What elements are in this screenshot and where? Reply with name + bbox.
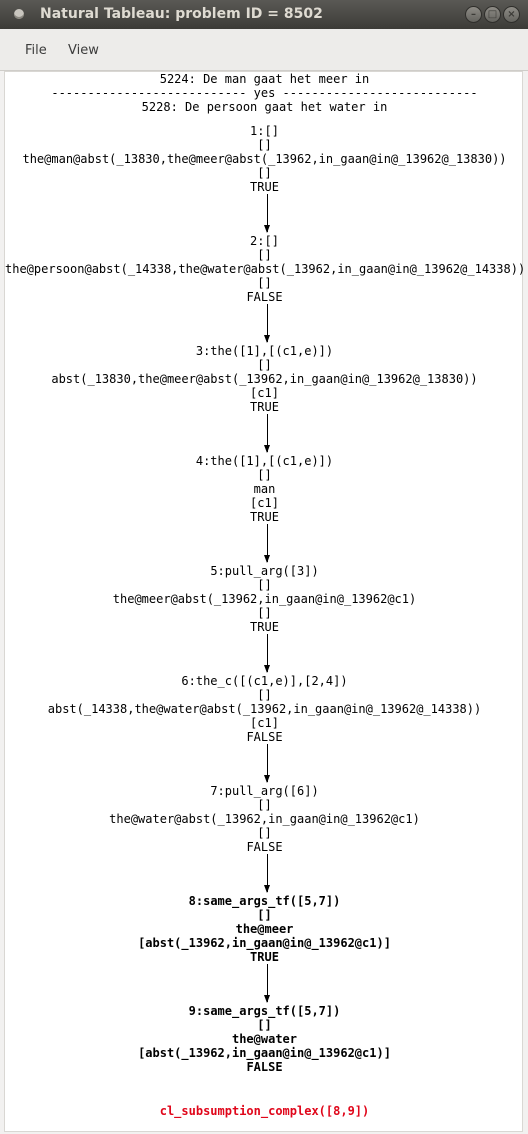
closure-rule: cl_subsumption_complex([8,9]) xyxy=(159,1104,370,1118)
tableau-canvas: 5224: De man gaat het meer in ----------… xyxy=(4,71,526,1132)
maximize-icon[interactable]: □ xyxy=(484,6,501,23)
node-2-list: [] xyxy=(257,248,272,262)
arrowhead-icon xyxy=(264,775,270,783)
node-6-args: [c1] xyxy=(250,716,279,730)
node-4-args: [c1] xyxy=(250,496,279,510)
arrowhead-icon xyxy=(264,445,270,453)
node-1-term: the@man@abst(_13830,the@meer@abst(_13962… xyxy=(22,152,507,166)
edge-5-6 xyxy=(264,634,270,673)
node-6-sign: FALSE xyxy=(246,730,283,744)
node-9-term: the@water xyxy=(231,1032,298,1046)
app-icon xyxy=(14,9,24,19)
node-4-label: 4:the([1],[(c1,e)]) xyxy=(195,454,334,468)
edge-3-4 xyxy=(264,414,270,453)
node-3-args: [c1] xyxy=(250,386,279,400)
arrowhead-icon xyxy=(264,665,270,673)
node-7-term: the@water@abst(_13962,in_gaan@in@_13962@… xyxy=(109,812,420,826)
node-7-list: [] xyxy=(257,798,272,812)
edge-4-5 xyxy=(264,524,270,563)
verdict-separator: --------------------------- yes --------… xyxy=(51,86,478,100)
node-4-term: man xyxy=(253,482,276,496)
node-2-term: the@persoon@abst(_14338,the@water@abst(_… xyxy=(5,262,526,276)
node-6-list: [] xyxy=(257,688,272,702)
node-7-args: [] xyxy=(257,826,272,840)
arrowhead-icon xyxy=(264,555,270,563)
node-5-term: the@meer@abst(_13962,in_gaan@in@_13962@c… xyxy=(112,592,417,606)
window-title: Natural Tableau: problem ID = 8502 xyxy=(40,6,323,22)
node-2-sign: FALSE xyxy=(246,290,283,304)
close-icon[interactable]: × xyxy=(503,6,520,23)
hypothesis-text: 5228: De persoon gaat het water in xyxy=(141,100,388,114)
menu-bar: File View xyxy=(0,29,528,71)
node-7-sign: FALSE xyxy=(246,840,283,854)
node-1-label: 1:[] xyxy=(250,124,279,138)
node-5-sign: TRUE xyxy=(250,620,279,634)
node-2-label: 2:[] xyxy=(250,234,279,248)
node-8-list: [] xyxy=(257,908,272,922)
node-3-term: abst(_13830,the@meer@abst(_13962,in_gaan… xyxy=(51,372,478,386)
node-9-list: [] xyxy=(257,1018,272,1032)
node-5-label: 5:pull_arg([3]) xyxy=(210,564,319,578)
node-3-label: 3:the([1],[(c1,e)]) xyxy=(195,344,334,358)
menu-file[interactable]: File xyxy=(25,43,47,58)
node-6-label: 6:the_c([(c1,e)],[2,4]) xyxy=(181,674,348,688)
node-7-label: 7:pull_arg([6]) xyxy=(210,784,319,798)
node-6-term: abst(_14338,the@water@abst(_13962,in_gaa… xyxy=(47,702,482,716)
node-3-list: [] xyxy=(257,358,272,372)
node-2-args: [] xyxy=(257,276,272,290)
menu-view[interactable]: View xyxy=(68,43,99,58)
node-4-sign: TRUE xyxy=(250,510,279,524)
edge-6-7 xyxy=(264,744,270,783)
node-8-sign: TRUE xyxy=(250,950,279,964)
node-1-args: [] xyxy=(257,166,272,180)
edge-1-2 xyxy=(264,194,270,233)
node-9-args: [abst(_13962,in_gaan@in@_13962@c1)] xyxy=(138,1046,391,1060)
node-4-list: [] xyxy=(257,468,272,482)
edge-8-9 xyxy=(264,964,270,1003)
node-3-sign: TRUE xyxy=(250,400,279,414)
node-1-sign: TRUE xyxy=(250,180,279,194)
arrowhead-icon xyxy=(264,225,270,233)
node-8-label: 8:same_args_tf([5,7]) xyxy=(188,894,341,908)
node-8-term: the@meer xyxy=(235,922,294,936)
node-8-args: [abst(_13962,in_gaan@in@_13962@c1)] xyxy=(138,936,391,950)
edge-7-8 xyxy=(264,854,270,893)
arrowhead-icon xyxy=(264,995,270,1003)
premise-text: 5224: De man gaat het meer in xyxy=(159,72,370,86)
node-5-args: [] xyxy=(257,606,272,620)
node-5-list: [] xyxy=(257,578,272,592)
node-9-sign: FALSE xyxy=(246,1060,283,1074)
node-1-list: [] xyxy=(257,138,272,152)
node-9-label: 9:same_args_tf([5,7]) xyxy=(188,1004,341,1018)
arrowhead-icon xyxy=(264,335,270,343)
title-bar[interactable]: Natural Tableau: problem ID = 8502 – □ × xyxy=(0,0,528,29)
minimize-icon[interactable]: – xyxy=(465,6,482,23)
arrowhead-icon xyxy=(264,885,270,893)
edge-2-3 xyxy=(264,304,270,343)
